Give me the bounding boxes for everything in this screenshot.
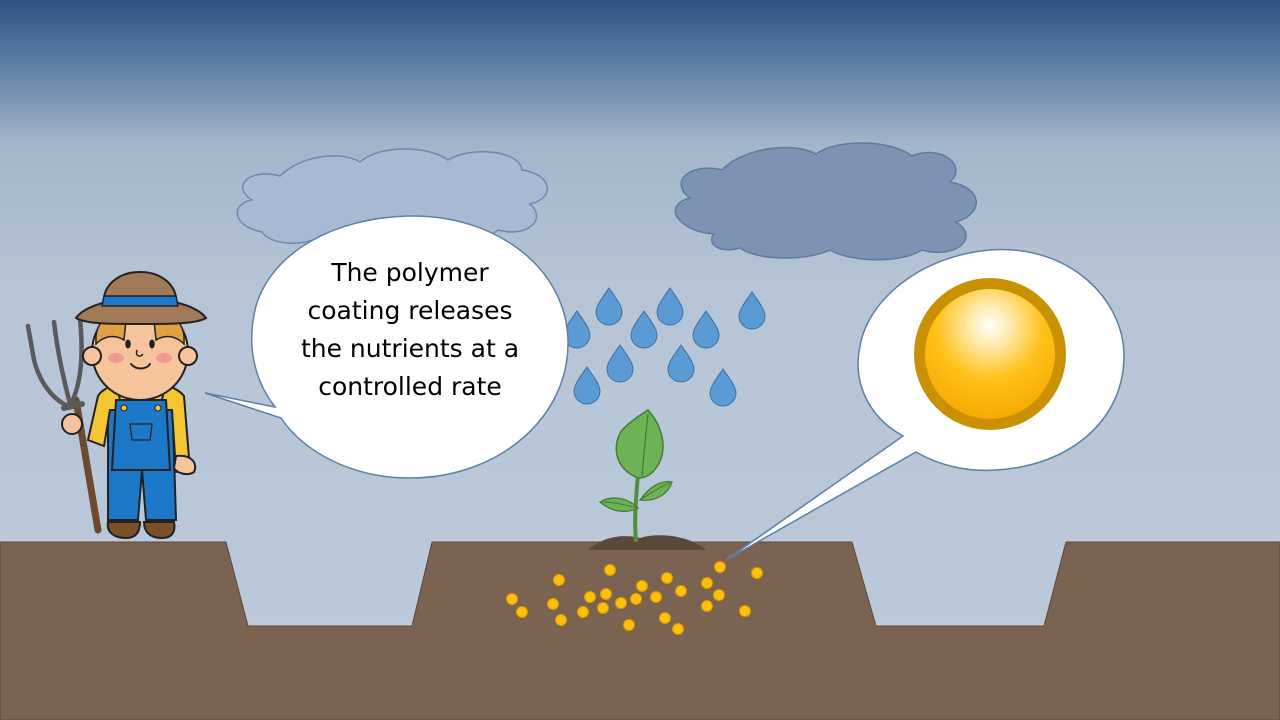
fertilizer-granule-icon [506, 593, 518, 605]
fertilizer-granule-icon [636, 580, 648, 592]
raindrop-icon [692, 310, 720, 349]
fertilizer-granule-icon [584, 591, 596, 603]
speech-bubble [204, 215, 569, 479]
seedling-icon [588, 409, 706, 550]
speech-bubble-text: The polymer coating releases the nutrien… [300, 258, 520, 401]
fertilizer-granule-icon [701, 600, 713, 612]
fertilizer-granule-icon [650, 591, 662, 603]
fertilizer-granules [506, 561, 763, 635]
fertilizer-granule-icon [623, 619, 635, 631]
raindrop-icon [656, 287, 684, 326]
fertilizer-granule-icon [577, 606, 589, 618]
raindrop-icon [573, 366, 601, 405]
raindrop-icon [667, 344, 695, 383]
fertilizer-granule-icon [914, 278, 1066, 430]
fertilizer-granule-icon [713, 589, 725, 601]
raindrop-icon [709, 368, 737, 407]
fertilizer-granule-icon [600, 588, 612, 600]
raindrop-icon [606, 344, 634, 383]
zoom-bubble [725, 248, 1125, 561]
raindrop-icon [738, 291, 766, 330]
raindrop-icon [595, 287, 623, 326]
fertilizer-granule-icon [597, 602, 609, 614]
fertilizer-granule-icon [672, 623, 684, 635]
fertilizer-granule-icon [555, 614, 567, 626]
fertilizer-granule-icon [661, 572, 673, 584]
fertilizer-granule-icon [659, 612, 671, 624]
soil-ground [0, 541, 1280, 720]
fertilizer-granule-icon [553, 574, 565, 586]
fertilizer-granule-icon [547, 598, 559, 610]
fertilizer-granule-icon [516, 606, 528, 618]
fertilizer-granule-icon [701, 577, 713, 589]
farmer-icon [25, 270, 208, 540]
raindrops [563, 287, 766, 407]
fertilizer-granule-icon [751, 567, 763, 579]
cloud-right-icon [674, 142, 977, 261]
fertilizer-granule-icon [615, 597, 627, 609]
fertilizer-granule-icon [604, 564, 616, 576]
fertilizer-granule-icon [739, 605, 751, 617]
fertilizer-granule-icon [675, 585, 687, 597]
raindrop-icon [630, 310, 658, 349]
fertilizer-granule-icon [714, 561, 726, 573]
fertilizer-granule-icon [630, 593, 642, 605]
